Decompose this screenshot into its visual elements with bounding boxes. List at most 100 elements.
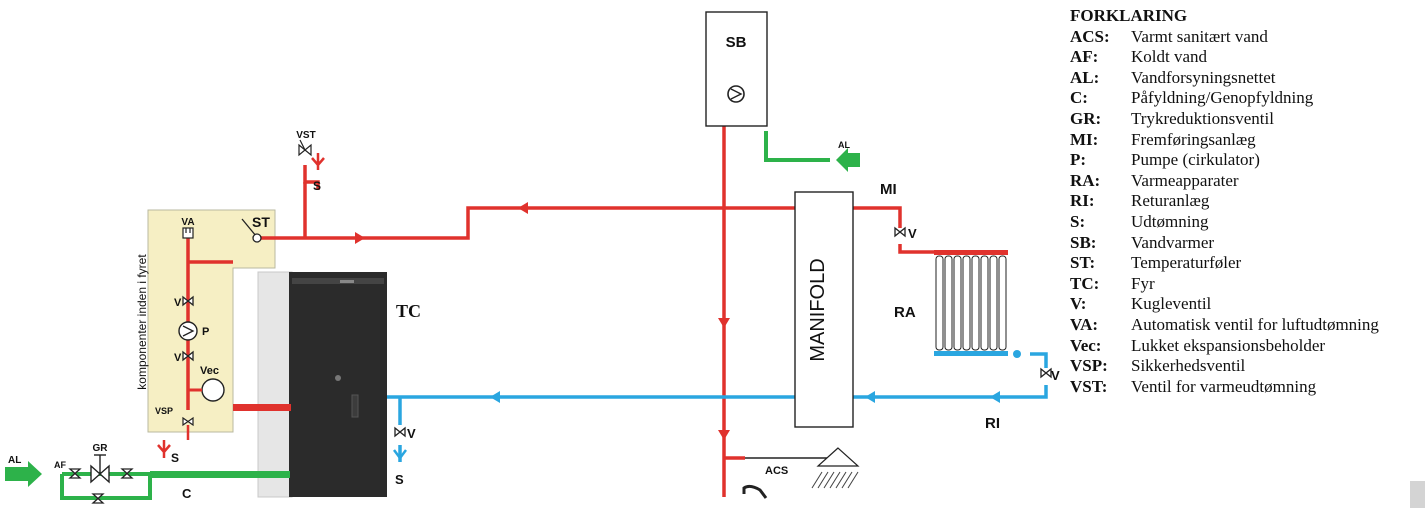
radiator-ra	[934, 250, 1021, 358]
legend-row: VST: Ventil for varmeudtømning	[1070, 377, 1425, 398]
flow-arrows	[355, 202, 730, 440]
legend-row: GR: Trykreduktionsventil	[1070, 109, 1425, 130]
label-s-boiler: S	[395, 472, 404, 487]
legend-row: RI: Returanlæg	[1070, 191, 1425, 212]
label-va: VA	[181, 217, 194, 228]
label-box-caption: komponenter inden i fyret	[135, 254, 149, 390]
air-vent-icon	[182, 227, 194, 239]
legend-value: Varmt sanitært vand	[1131, 26, 1268, 46]
legend-value: Påfyldning/Genopfyldning	[1131, 88, 1314, 108]
legend-key: AF:	[1070, 47, 1099, 67]
legend-row: TC: Fyr	[1070, 274, 1425, 295]
water-heater-sb	[705, 11, 768, 127]
legend-row: RA: Varmeapparater	[1070, 171, 1425, 192]
label-mi: MI	[880, 181, 897, 198]
legend-key: GR:	[1070, 108, 1102, 128]
legend-value: Sikkerhedsventil	[1131, 356, 1246, 376]
boiler-components-panel	[147, 209, 276, 433]
legend-row: AF: Koldt vand	[1070, 47, 1425, 68]
legend-value: Fremføringsanlæg	[1131, 129, 1256, 149]
manifold	[794, 191, 854, 428]
legend-value: Udtømning	[1131, 211, 1209, 231]
legend-row: S: Udtømning	[1070, 212, 1425, 233]
legend-row: AL: Vandforsyningsnettet	[1070, 68, 1425, 89]
legend-row: VSP:Sikkerhedsventil	[1070, 356, 1425, 377]
legend-key: S:	[1070, 211, 1086, 231]
legend-row: ST: Temperaturføler	[1070, 253, 1425, 274]
legend-row: ACS: Varmt sanitært vand	[1070, 27, 1425, 48]
drain-pipe-bottom	[742, 484, 768, 499]
legend-key: TC:	[1070, 273, 1100, 293]
legend-row: C: Påfyldning/Genopfyldning	[1070, 88, 1425, 109]
legend-value: Ventil for varmeudtømning	[1131, 376, 1317, 396]
al-inlet-arrow-top	[836, 148, 860, 172]
label-v-lower: V	[174, 352, 182, 364]
pressure-reducer-icon	[90, 454, 110, 484]
label-v-mi: V	[908, 226, 917, 241]
legend-value: Pumpe (cirkulator)	[1131, 150, 1260, 170]
label-gr: GR	[93, 443, 109, 454]
legend-row: Vec: Lukket ekspansionsbeholder	[1070, 336, 1425, 357]
label-v-ri: V	[1051, 368, 1060, 383]
label-c: C	[182, 486, 192, 501]
label-al-left: AL	[8, 455, 21, 466]
legend-value: Vandforsyningsnettet	[1131, 67, 1276, 87]
legend-key: RI:	[1070, 191, 1095, 211]
legend-value: Varmeapparater	[1131, 170, 1239, 190]
legend-title: FORKLARING	[1070, 6, 1188, 25]
legend-value: Lukket ekspansionsbeholder	[1131, 335, 1326, 355]
label-manifold: MANIFOLD	[807, 258, 829, 361]
charging-connection	[150, 471, 290, 478]
legend-key: SB:	[1070, 232, 1097, 252]
safety-valve-icon	[182, 416, 194, 427]
label-af: AF	[54, 460, 66, 470]
legend-key: AL:	[1070, 67, 1100, 87]
legend-value: Koldt vand	[1131, 47, 1208, 67]
label-ra: RA	[894, 304, 916, 321]
legend-key: C:	[1070, 88, 1088, 108]
label-al-top: AL	[838, 140, 850, 150]
legend-key: V:	[1070, 294, 1087, 314]
legend-value: Trykreduktionsventil	[1131, 108, 1274, 128]
legend-value: Returanlæg	[1131, 191, 1210, 211]
ball-valve-icon	[68, 226, 1052, 504]
legend-key: ST:	[1070, 253, 1096, 273]
temperature-sensor-icon	[241, 218, 262, 243]
label-tc: TC	[396, 301, 421, 321]
legend-value: Temperaturføler	[1131, 253, 1242, 273]
legend-key: ACS:	[1070, 26, 1110, 46]
legend-key: Vec:	[1070, 335, 1102, 355]
legend-key: VST:	[1070, 376, 1108, 396]
legend-row: V: Kugleventil	[1070, 294, 1425, 315]
boiler-red-flow-outlet	[233, 404, 291, 411]
label-acs: ACS	[765, 465, 788, 477]
legend-row: P: Pumpe (cirkulator)	[1070, 150, 1425, 171]
thermal-discharge-valve-icon	[298, 139, 312, 157]
label-vsp: VSP	[155, 406, 173, 416]
label-v-boiler: V	[407, 426, 416, 441]
legend-key: VA:	[1070, 314, 1099, 334]
label-st: ST	[252, 214, 270, 230]
label-s-vst: S	[313, 179, 321, 193]
return-pipes	[387, 352, 1048, 462]
pump-icon	[727, 85, 745, 103]
expansion-vessel-icon	[201, 378, 225, 402]
legend-key: MI:	[1070, 129, 1099, 149]
label-s-vsp: S	[171, 451, 179, 465]
legend-key: P:	[1070, 150, 1087, 170]
legend-row: MI: Fremføringsanlæg	[1070, 130, 1425, 151]
label-v-upper: V	[174, 297, 182, 309]
legend-row: VA:Automatisk ventil for luftudtømning	[1070, 315, 1425, 336]
legend-value: Vandvarmer	[1131, 232, 1215, 252]
label-vec: Vec	[200, 365, 219, 377]
boiler-tc	[257, 271, 387, 498]
al-inlet-arrow-left	[5, 461, 42, 487]
label-ri: RI	[985, 415, 1000, 432]
legend-key: RA:	[1070, 170, 1101, 190]
legend-value: Fyr	[1131, 273, 1155, 293]
legend-value: Kugleventil	[1131, 294, 1212, 314]
legend-row: SB: Vandvarmer	[1070, 233, 1425, 254]
